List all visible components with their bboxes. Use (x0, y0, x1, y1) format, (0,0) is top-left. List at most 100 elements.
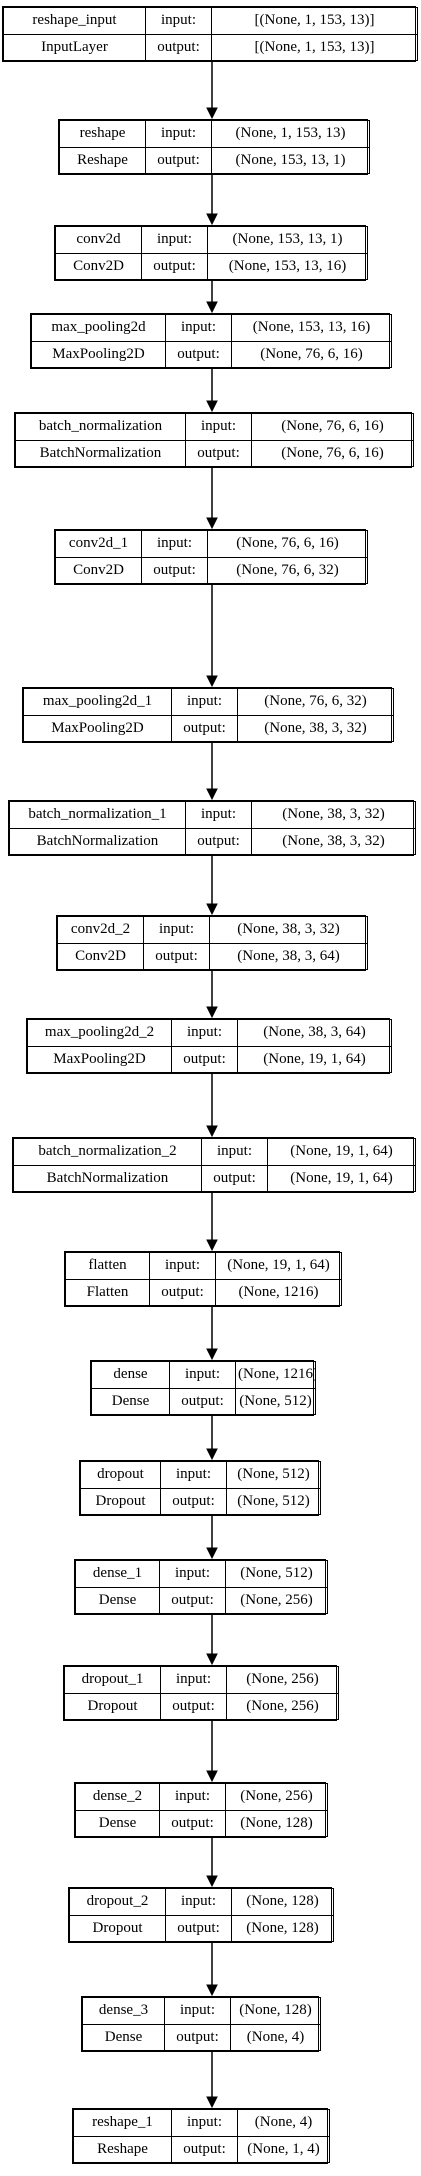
input-label: input: (141, 226, 208, 254)
input-shape: (None, 1, 153, 13) (211, 120, 370, 148)
layer-name: conv2d_1 (55, 530, 142, 558)
output-shape: (None, 38, 3, 32) (251, 827, 416, 855)
layer-name: dropout_1 (64, 1666, 161, 1694)
arrow-head-icon (206, 1984, 218, 1997)
output-label: output: (164, 2023, 231, 2051)
input-label: input: (141, 530, 208, 558)
output-shape: (None, 19, 1, 64) (267, 1164, 416, 1192)
input-shape: (None, 76, 6, 16) (251, 413, 414, 441)
arrow-head-icon (206, 213, 218, 226)
layer-name: max_pooling2d (31, 314, 166, 342)
input-shape: [(None, 1, 153, 13)] (211, 7, 418, 35)
input-label: input: (160, 1461, 227, 1489)
input-label: input: (159, 1560, 226, 1588)
output-label: output: (185, 439, 252, 467)
output-label: output: (141, 252, 208, 280)
input-label: input: (143, 916, 210, 944)
output-label: output: (165, 340, 232, 368)
arrow-head-icon (206, 1448, 218, 1461)
layer-name: max_pooling2d_2 (27, 1019, 172, 1047)
layer-type: Conv2D (55, 252, 142, 280)
layer-type: MaxPooling2D (27, 1045, 172, 1073)
input-label: input: (160, 1666, 227, 1694)
layer-name: batch_normalization (15, 413, 186, 441)
arrow-head-icon (206, 301, 218, 314)
input-label: input: (145, 7, 212, 35)
input-shape: (None, 256) (226, 1666, 339, 1694)
output-label: output: (160, 1692, 227, 1720)
layer-name: reshape_input (3, 7, 146, 35)
layer-name: reshape_1 (73, 2109, 172, 2137)
arrow-head-icon (206, 107, 218, 120)
layer-name: dense_2 (75, 1783, 160, 1811)
output-shape: (None, 38, 3, 32) (237, 714, 394, 742)
layer-type: Conv2D (57, 942, 144, 970)
output-shape: (None, 4) (230, 2023, 321, 2051)
arrow-head-icon (206, 1875, 218, 1888)
input-label: input: (149, 1252, 216, 1280)
input-shape: (None, 153, 13, 1) (207, 226, 368, 254)
input-shape: (None, 153, 13, 16) (231, 314, 392, 342)
layer-name: max_pooling2d_1 (23, 688, 172, 716)
output-label: output: (160, 1487, 227, 1515)
arrow-head-icon (206, 1125, 218, 1138)
input-label: input: (171, 2109, 238, 2137)
input-shape: (None, 76, 6, 32) (237, 688, 394, 716)
arrow-head-icon (206, 1348, 218, 1361)
layer-type: Dense (75, 1809, 160, 1837)
output-shape: (None, 512) (235, 1387, 316, 1415)
output-shape: (None, 128) (231, 1914, 334, 1942)
layer-type: BatchNormalization (9, 827, 186, 855)
output-shape: (None, 256) (226, 1692, 339, 1720)
layer-type: Dropout (80, 1487, 161, 1515)
output-label: output: (171, 1045, 238, 1073)
output-shape: (None, 256) (225, 1586, 328, 1614)
layer-name: batch_normalization_2 (13, 1138, 202, 1166)
output-label: output: (201, 1164, 268, 1192)
layer-type: Dropout (64, 1692, 161, 1720)
output-shape: (None, 76, 6, 16) (231, 340, 392, 368)
arrow-head-icon (206, 788, 218, 801)
layer-name: flatten (65, 1252, 150, 1280)
output-label: output: (171, 714, 238, 742)
layer-type: BatchNormalization (15, 439, 186, 467)
layer-type: BatchNormalization (13, 1164, 202, 1192)
layer-type: Dense (82, 2023, 165, 2051)
layer-type: Dense (91, 1387, 170, 1415)
output-label: output: (169, 1387, 236, 1415)
input-label: input: (165, 314, 232, 342)
output-label: output: (149, 1278, 216, 1306)
output-label: output: (145, 33, 212, 61)
input-label: input: (164, 1997, 231, 2025)
layer-type: Reshape (59, 146, 146, 174)
arrow-head-icon (206, 1239, 218, 1252)
layer-type: Dense (75, 1586, 160, 1614)
output-label: output: (143, 942, 210, 970)
input-shape: (None, 19, 1, 64) (267, 1138, 416, 1166)
output-shape: (None, 128) (225, 1809, 328, 1837)
input-shape: (None, 38, 3, 32) (209, 916, 368, 944)
input-label: input: (165, 1888, 232, 1916)
layer-name: reshape (59, 120, 146, 148)
layer-type: Dropout (69, 1914, 166, 1942)
layer-type: Reshape (73, 2135, 172, 2163)
output-shape: (None, 512) (226, 1487, 321, 1515)
output-shape: (None, 1216) (215, 1278, 342, 1306)
layer-name: dense_1 (75, 1560, 160, 1588)
input-shape: (None, 512) (226, 1461, 321, 1489)
